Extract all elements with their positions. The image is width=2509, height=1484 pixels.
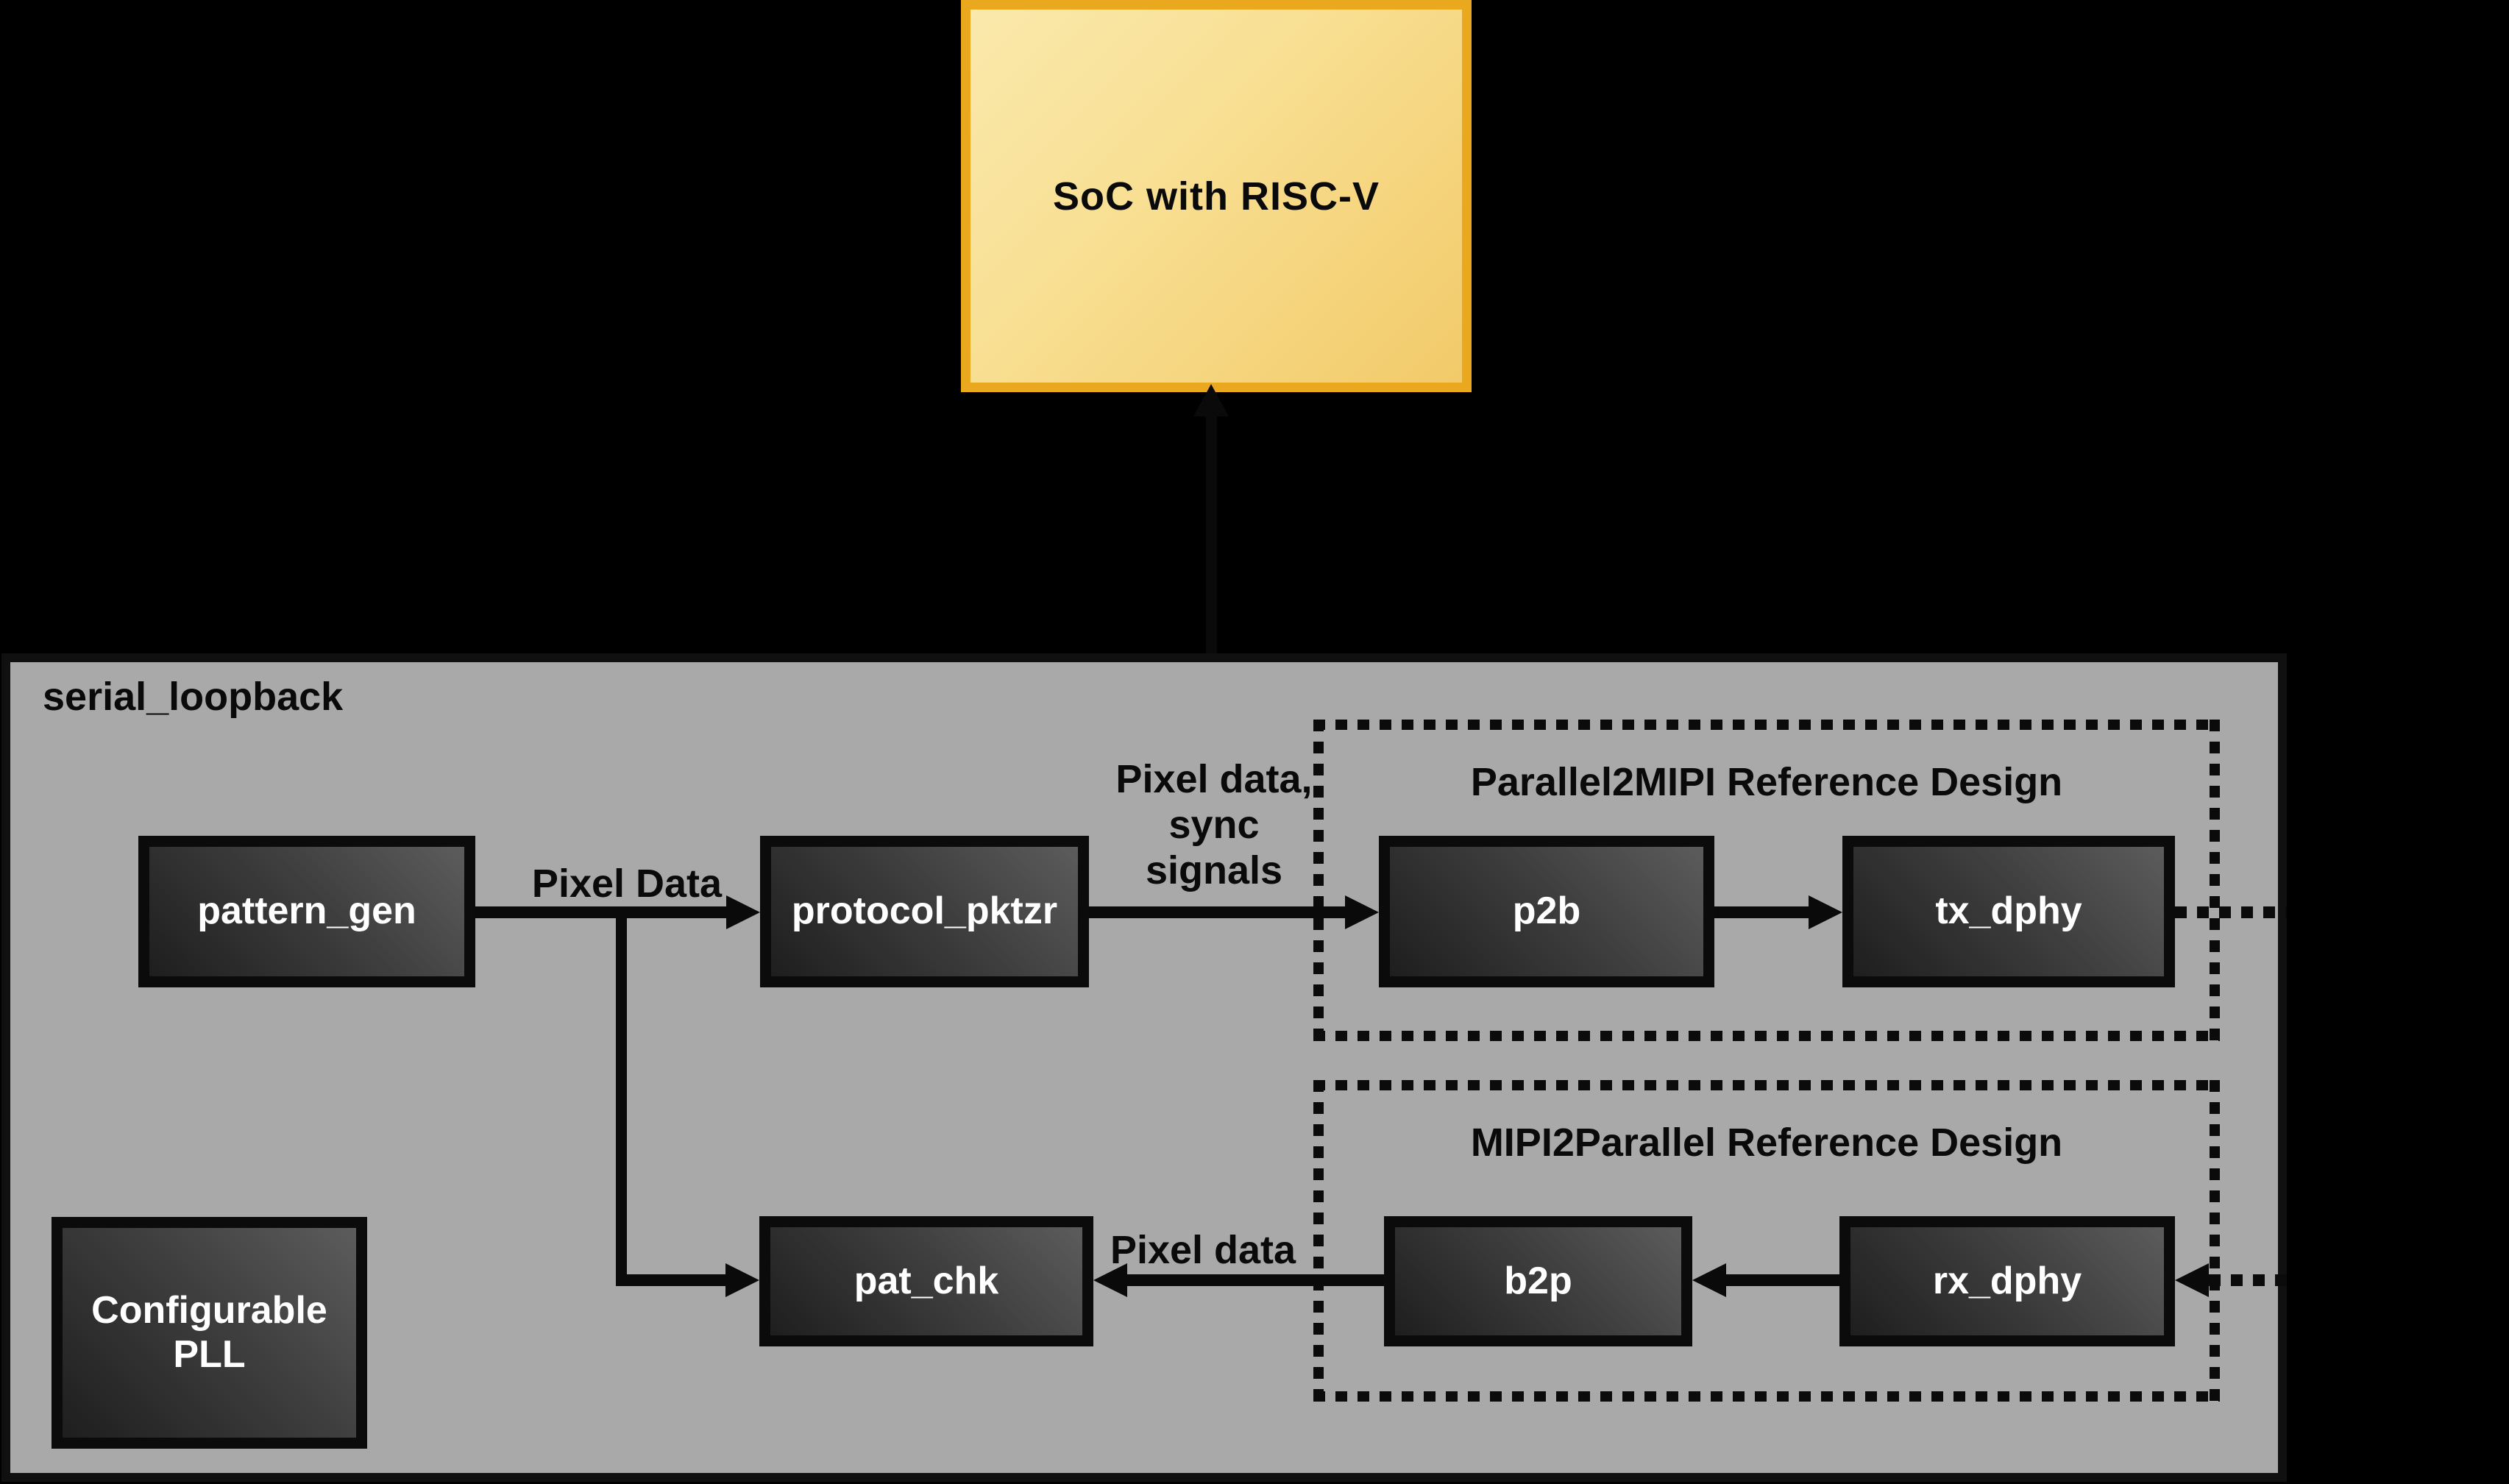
arrow-p2b-to-txdphy-line: [1714, 906, 1809, 918]
block-b2p: b2p: [1384, 1216, 1692, 1346]
block-configurable-pll: Configurable PLL: [52, 1217, 367, 1449]
refbox-border-left: [1313, 720, 1324, 1041]
block-label-pattern-gen: pattern_gen: [197, 890, 416, 933]
soc-label: SoC with RISC-V: [1053, 174, 1380, 219]
refbox-border-bottom: [1313, 1031, 2220, 1041]
dotted-line-rxdphy-in: [2209, 1274, 2287, 1286]
refbox-border-right: [2210, 1080, 2220, 1402]
refbox-border-left: [1313, 1080, 1324, 1402]
block-label-protocol-pktzr: protocol_pktzr: [791, 890, 1058, 933]
arrowhead-right-icon: [1809, 895, 1842, 929]
refbox-border-top: [1313, 1080, 2220, 1090]
refbox-border-bottom: [1313, 1391, 2220, 1402]
refbox-border-right: [2210, 720, 2220, 1041]
block-label-b2p: b2p: [1504, 1259, 1572, 1302]
arrow-pktzr-to-p2b-line: [1089, 906, 1345, 918]
serial-loopback-panel: [1, 653, 2287, 1482]
arrow-patterngen-to-pktzr-line: [475, 906, 726, 918]
refbox-title-parallel2mipi: Parallel2MIPI Reference Design: [1470, 760, 2063, 804]
refbox-title-mipi2parallel: MIPI2Parallel Reference Design: [1470, 1121, 2063, 1165]
block-pat-chk: pat_chk: [759, 1216, 1093, 1346]
block-label-pat-chk: pat_chk: [854, 1259, 999, 1302]
edge-label-pixel-data-sync: Pixel data, sync signals: [1115, 757, 1313, 892]
refbox-border-top: [1313, 720, 2220, 730]
edge-label-pixel-data-bottom: Pixel data: [1110, 1228, 1296, 1272]
block-label-rx-dphy: rx_dphy: [1932, 1259, 2082, 1302]
block-p2b: p2b: [1379, 836, 1714, 987]
block-protocol-pktzr: protocol_pktzr: [760, 836, 1089, 987]
dotted-line-txdphy-out: [2175, 906, 2287, 918]
branch-line-vertical: [616, 912, 627, 1286]
block-rx-dphy: rx_dphy: [1839, 1216, 2175, 1346]
soc-block: SoC with RISC-V: [961, 0, 1472, 392]
arrowhead-left-icon: [1093, 1263, 1127, 1297]
refbox-parallel2mipi: [1313, 720, 2220, 1041]
block-tx-dphy: tx_dphy: [1842, 836, 2175, 987]
edge-label-pixel-data-top: Pixel Data: [531, 862, 723, 906]
block-label-configurable-pll: Configurable PLL: [91, 1288, 327, 1376]
block-label-tx-dphy: tx_dphy: [1935, 890, 2082, 933]
panel-title: serial_loopback: [43, 675, 344, 719]
arrowhead-left-icon: [1692, 1263, 1726, 1297]
arrowhead-left-icon: [2175, 1263, 2209, 1297]
refbox-mipi2parallel: [1313, 1080, 2220, 1402]
arrow-branch-to-patchk-line: [616, 1274, 725, 1286]
arrowhead-right-icon: [725, 1263, 759, 1297]
block-label-p2b: p2b: [1512, 890, 1581, 933]
arrow-b2p-to-patchk-line: [1127, 1274, 1384, 1286]
block-pattern-gen: pattern_gen: [138, 836, 475, 987]
arrowhead-right-icon: [1345, 895, 1379, 929]
arrowhead-right-icon: [726, 895, 760, 929]
soc-connector-line: [1206, 392, 1217, 655]
arrowhead-up-icon: [1193, 384, 1229, 416]
arrow-rxdphy-to-b2p-line: [1726, 1274, 1839, 1286]
